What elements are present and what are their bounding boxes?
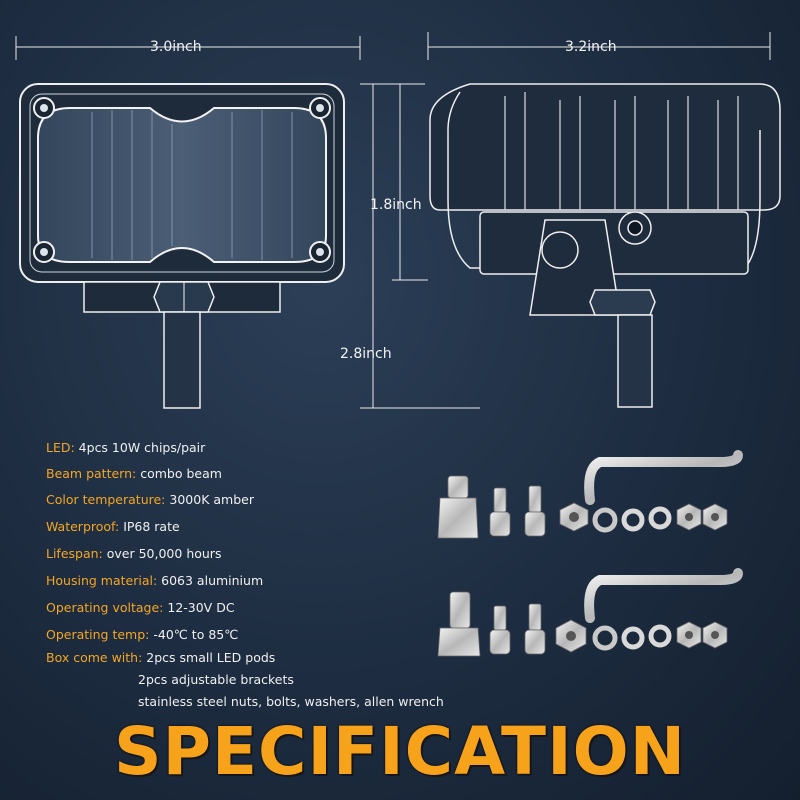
spec-value: 2pcs small LED pods	[142, 650, 276, 665]
spec-value: 6063 aluminium	[157, 573, 264, 588]
spec-key: LED:	[46, 440, 75, 455]
dim-front-width: 3.0inch	[150, 39, 202, 55]
spec-box-contents: Box come with: 2pcs small LED pods	[46, 650, 275, 665]
spec-color-temperature: Color temperature: 3000K amber	[46, 492, 254, 507]
spec-led: LED: 4pcs 10W chips/pair	[46, 440, 205, 455]
dim-side-width: 3.2inch	[565, 39, 617, 55]
spec-key: Lifespan:	[46, 546, 103, 561]
box-extra-hardware: stainless steel nuts, bolts, washers, al…	[138, 694, 444, 709]
hardware-kit-lower	[437, 568, 743, 657]
light-front-view	[19, 83, 345, 409]
dim-total-height: 2.8inch	[340, 346, 392, 362]
spec-value: 4pcs 10W chips/pair	[74, 440, 206, 455]
spec-key: Operating temp:	[46, 627, 150, 642]
spec-value: IP68 rate	[119, 519, 180, 534]
box-extra-brackets: 2pcs adjustable brackets	[138, 672, 294, 687]
spec-value: over 50,000 hours	[102, 546, 222, 561]
spec-key: Box come with:	[46, 650, 143, 665]
spec-value: combo beam	[136, 466, 222, 481]
dimension-lines	[15, 32, 771, 409]
dim-height: 1.8inch	[370, 197, 422, 213]
spec-key: Beam pattern:	[46, 466, 137, 481]
spec-value: -40℃ to 85℃	[149, 627, 239, 642]
specification-banner: SPECIFICATION	[114, 713, 686, 790]
spec-beam-pattern: Beam pattern: combo beam	[46, 466, 222, 481]
spec-key: Waterproof:	[46, 519, 120, 534]
spec-key: Housing material:	[46, 573, 158, 588]
spec-value: 12-30V DC	[163, 600, 235, 615]
spec-waterproof: Waterproof: IP68 rate	[46, 519, 180, 534]
light-side-view	[429, 83, 781, 408]
spec-value: 3000K amber	[165, 492, 254, 507]
spec-operating-voltage: Operating voltage: 12-30V DC	[46, 600, 235, 615]
spec-lifespan: Lifespan: over 50,000 hours	[46, 546, 221, 561]
spec-housing-material: Housing material: 6063 aluminium	[46, 573, 263, 588]
spec-key: Operating voltage:	[46, 600, 164, 615]
hardware-kit-upper	[437, 450, 743, 539]
spec-operating-temp: Operating temp: -40℃ to 85℃	[46, 627, 238, 642]
spec-key: Color temperature:	[46, 492, 166, 507]
